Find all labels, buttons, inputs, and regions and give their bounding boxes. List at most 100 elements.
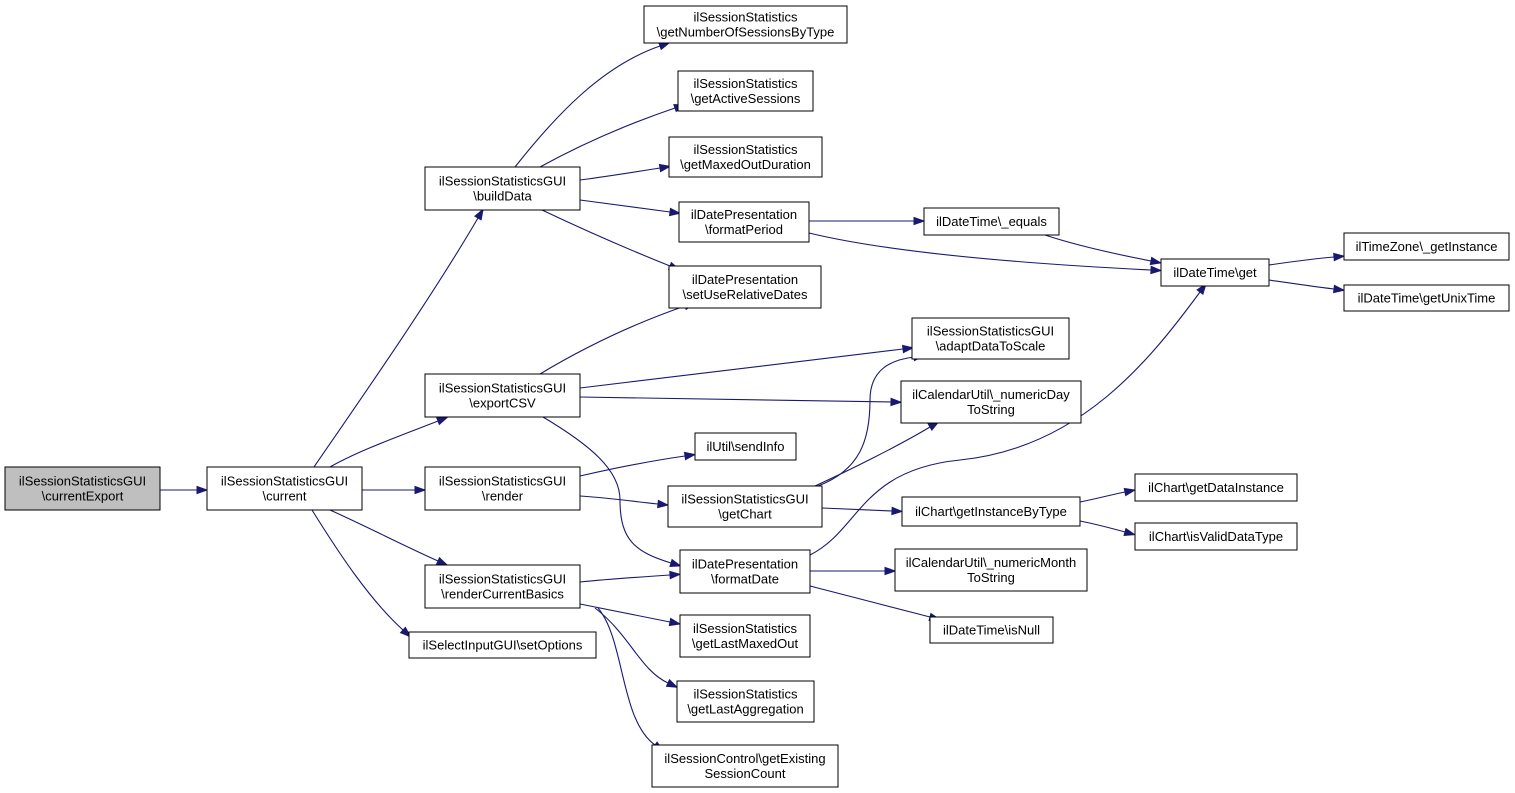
node-label: ilSessionStatisticsGUI [19, 474, 146, 489]
edge-buildData-to-getMaxedOutDuration [579, 163, 672, 181]
node-box [668, 136, 823, 178]
edge-renderCurrentBasics-to-getLastMaxedOut [579, 603, 682, 627]
node-buildData[interactable]: ilSessionStatisticsGUI\buildData [424, 166, 581, 211]
node-box [4, 466, 161, 511]
node-label: ilDatePresentation [692, 557, 798, 572]
nodes-layer: ilSessionStatisticsGUI\currentExportilSe… [4, 5, 1510, 788]
node-box [1134, 473, 1298, 502]
node-label: \render [482, 489, 524, 504]
node-getLastMaxedOut[interactable]: ilSessionStatistics\getLastMaxedOut [679, 614, 811, 658]
edge-formatPeriod-to-equals [809, 216, 926, 226]
node-box [668, 265, 822, 309]
node-getInstanceByType[interactable]: ilChart\getInstanceByType [901, 496, 1081, 527]
edge-getChart-to-getInstanceByType [821, 506, 904, 516]
node-label: ilSessionStatistics [693, 687, 798, 702]
arrowhead [1332, 284, 1346, 294]
node-label: \exportCSV [469, 396, 536, 411]
node-label: ilSessionStatistics [693, 621, 798, 636]
node-label: ilSessionStatisticsGUI [439, 174, 566, 189]
node-setOptions[interactable]: ilSelectInputGUI\setOptions [408, 631, 597, 659]
edge-renderCurrentBasics-to-getExistingSessionCount [597, 607, 665, 752]
node-current[interactable]: ilSessionStatisticsGUI\current [206, 466, 363, 511]
node-label: \getNumberOfSessionsByType [657, 25, 835, 40]
node-box [676, 680, 815, 723]
arrowhead [658, 163, 672, 173]
node-renderCurrentBasics[interactable]: ilSessionStatisticsGUI\renderCurrentBasi… [424, 564, 581, 609]
node-get[interactable]: ilDateTime\get [1160, 258, 1270, 287]
node-label: ilDateTime\_equals [936, 214, 1047, 229]
edge-current-to-buildData [313, 208, 484, 468]
node-box [900, 380, 1082, 424]
edge-buildData-to-formatPeriod [579, 199, 682, 217]
arrowhead [884, 566, 897, 576]
node-label: ilSessionStatistics [693, 10, 798, 25]
node-label: \getChart [718, 507, 772, 522]
node-label: ilDateTime\getUnixTime [1358, 291, 1496, 306]
node-getInstance[interactable]: ilTimeZone\_getInstance [1343, 232, 1510, 261]
node-box [424, 466, 581, 511]
node-isValidDataType[interactable]: ilChart\isValidDataType [1134, 522, 1298, 551]
node-getMaxedOutDuration[interactable]: ilSessionStatistics\getMaxedOutDuration [668, 136, 823, 178]
node-label: \current [262, 489, 306, 504]
arrowhead [669, 558, 682, 567]
edge-getChart-to-numericDayToString [814, 421, 940, 487]
node-box [424, 166, 581, 211]
node-label: \getMaxedOutDuration [680, 157, 811, 172]
arrowhead [890, 397, 903, 407]
edge-buildData-to-setUseRelativeDates [541, 209, 681, 271]
arrowhead [901, 344, 915, 354]
node-getLastAggregation[interactable]: ilSessionStatistics\getLastAggregation [676, 680, 815, 723]
node-label: \renderCurrentBasics [441, 587, 564, 602]
edge-current-to-render [362, 485, 427, 495]
node-formatDate[interactable]: ilDatePresentation\formatDate [679, 549, 811, 594]
edge-exportCSV-to-setUseRelativeDates [539, 302, 696, 375]
edge-render-to-getChart [579, 495, 670, 509]
edge-exportCSV-to-numericDayToString [579, 396, 903, 407]
node-label: ilUtil\sendInfo [706, 439, 784, 454]
node-getChart[interactable]: ilSessionStatisticsGUI\getChart [667, 485, 823, 528]
node-label: ilSessionStatistics [693, 76, 798, 91]
node-adaptDataToScale[interactable]: ilSessionStatisticsGUI\adaptDataToScale [911, 317, 1070, 360]
node-sendInfo[interactable]: ilUtil\sendInfo [694, 432, 797, 461]
node-getDataInstance[interactable]: ilChart\getDataInstance [1134, 473, 1298, 502]
edge-formatPeriod-to-get [808, 232, 1163, 275]
edge-current-to-exportCSV [329, 416, 449, 468]
node-render[interactable]: ilSessionStatisticsGUI\render [424, 466, 581, 511]
node-label: ilSessionStatistics [693, 142, 798, 157]
node-box [894, 548, 1088, 592]
arrowhead [669, 570, 682, 580]
node-equals[interactable]: ilDateTime\_equals [923, 207, 1060, 236]
node-label: ilSessionStatisticsGUI [927, 324, 1054, 339]
node-exportCSV[interactable]: ilSessionStatisticsGUI\exportCSV [424, 373, 581, 418]
node-getNumberOfSessionsByType[interactable]: ilSessionStatistics\getNumberOfSessionsB… [643, 5, 848, 44]
node-box [694, 432, 797, 461]
node-setUseRelativeDates[interactable]: ilDatePresentation\setUseRelativeDates [668, 265, 822, 309]
node-label: ToString [967, 402, 1015, 417]
node-label: ilTimeZone\_getInstance [1356, 239, 1498, 254]
node-getUnixTime[interactable]: ilDateTime\getUnixTime [1343, 284, 1510, 312]
node-label: ilChart\isValidDataType [1149, 529, 1283, 544]
arrowhead [665, 678, 679, 688]
node-formatPeriod[interactable]: ilDatePresentation\formatPeriod [678, 201, 810, 243]
node-label: \setUseRelativeDates [683, 287, 808, 302]
arrowhead [196, 485, 209, 495]
node-box [206, 466, 363, 511]
edge-buildData-to-getNumberOfSessionsByType [514, 42, 671, 168]
node-label: ilSessionStatisticsGUI [221, 474, 348, 489]
node-label: ilSessionStatisticsGUI [439, 572, 566, 587]
node-label: ilDateTime\get [1173, 265, 1257, 280]
node-box [643, 5, 848, 44]
node-box [911, 317, 1070, 360]
node-currentExport[interactable]: ilSessionStatisticsGUI\currentExport [4, 466, 161, 511]
node-box [923, 207, 1060, 236]
node-label: \adaptDataToScale [936, 339, 1046, 354]
node-isNull[interactable]: ilDateTime\isNull [929, 616, 1054, 644]
node-getActiveSessions[interactable]: ilSessionStatistics\getActiveSessions [677, 70, 814, 112]
edge-renderCurrentBasics-to-getLastAggregation [594, 607, 679, 688]
node-label: \getActiveSessions [691, 91, 801, 106]
node-label: ilSessionControl\getExisting [664, 751, 825, 766]
node-box [667, 485, 823, 528]
